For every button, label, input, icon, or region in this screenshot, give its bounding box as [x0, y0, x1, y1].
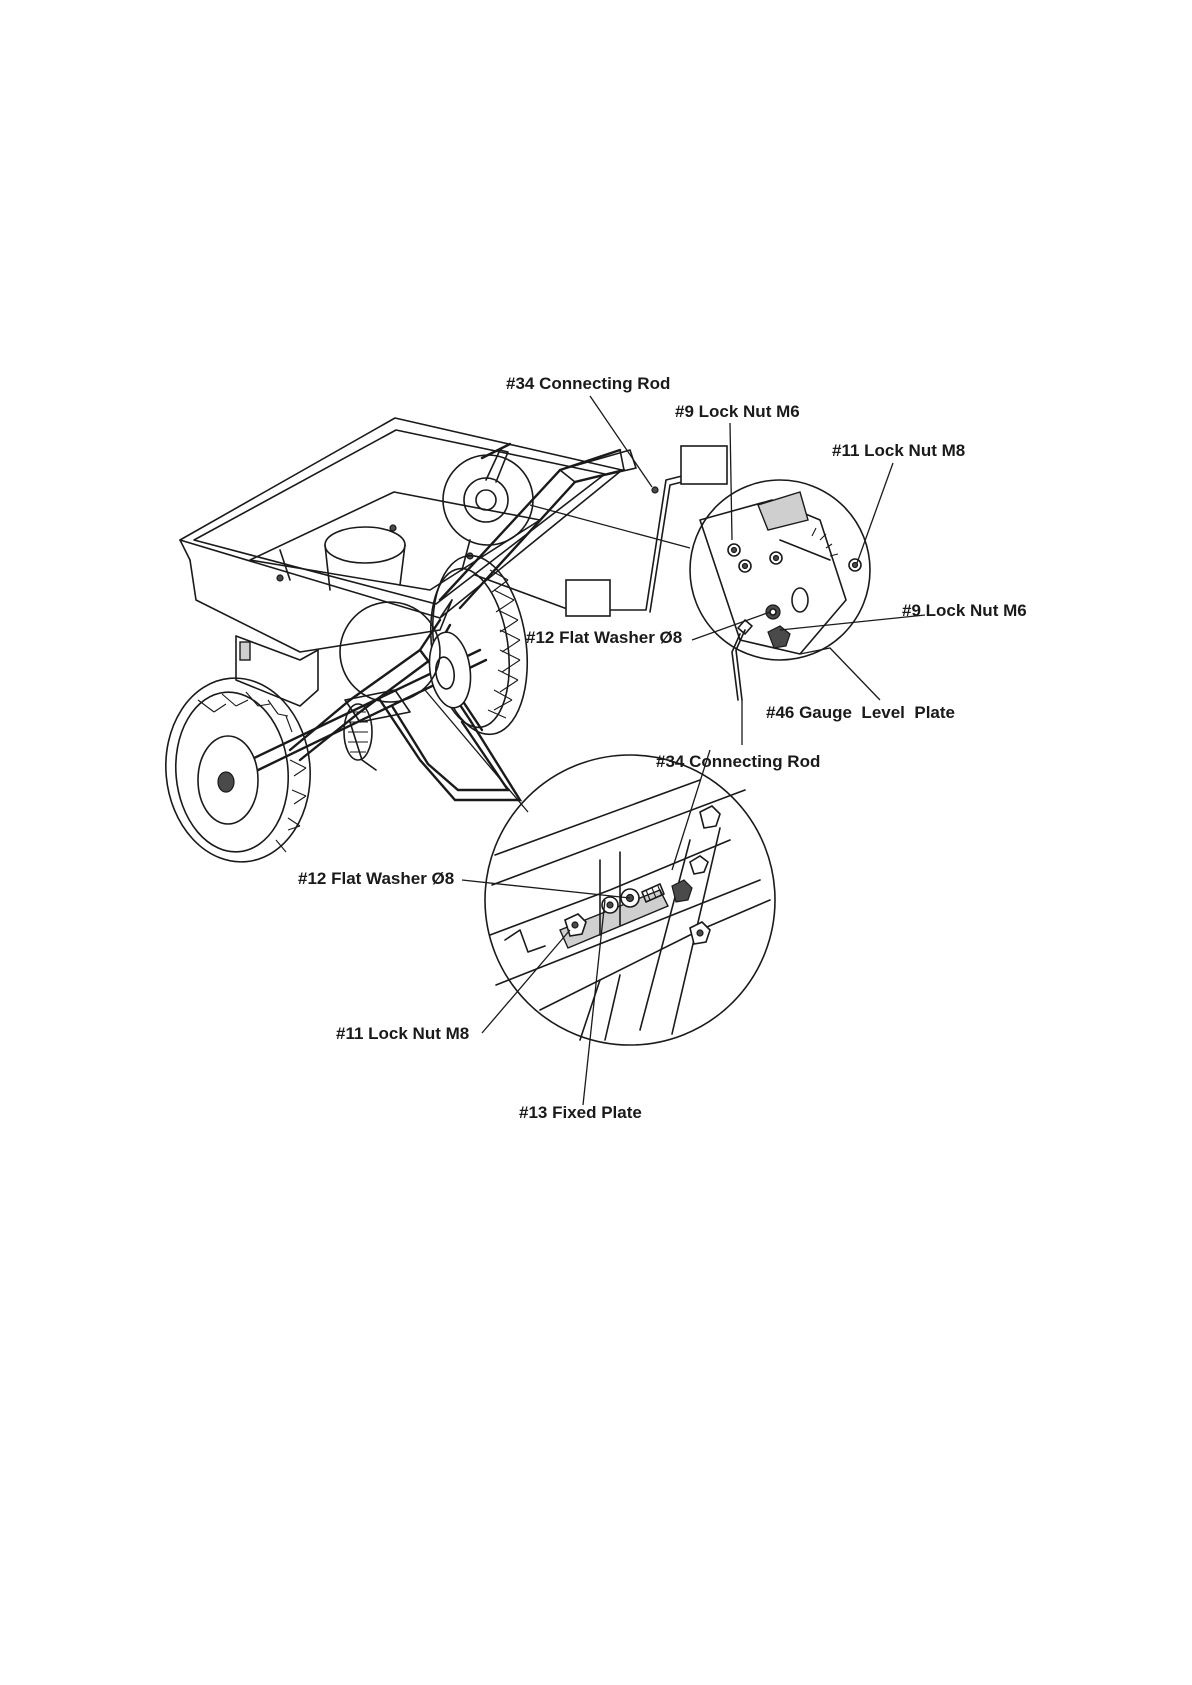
label-lock-nut-m6-right: #9 Lock Nut M6 [902, 601, 1027, 620]
detail-box-upper [681, 446, 727, 484]
plate-pointer-line [425, 690, 528, 812]
connecting-rod-detail [475, 446, 727, 616]
label-lock-nut-m8-lower: #11 Lock Nut M8 [336, 1024, 469, 1043]
label-fixed-plate: #13 Fixed Plate [519, 1103, 642, 1122]
gauge-detail-circle [443, 455, 533, 545]
label-connecting-rod-mid: #34 Connecting Rod [656, 752, 820, 771]
label-lock-nut-m6-top: #9 Lock Nut M6 [675, 402, 800, 421]
label-gauge-level-plate: #46 Gauge Level Plate [766, 703, 955, 722]
detail-box-lower [566, 580, 610, 616]
left-wheel [158, 672, 317, 868]
plate-magnified-circle [485, 755, 775, 1045]
plate-detail-circle [340, 602, 440, 702]
gauge-magnified-circle [690, 480, 870, 700]
label-flat-washer-lower: #12 Flat Washer Ø8 [298, 869, 454, 888]
label-lock-nut-m8-right: #11 Lock Nut M8 [832, 441, 965, 460]
label-flat-washer-mid: #12 Flat Washer Ø8 [526, 628, 682, 647]
label-connecting-rod-top: #34 Connecting Rod [506, 374, 670, 393]
